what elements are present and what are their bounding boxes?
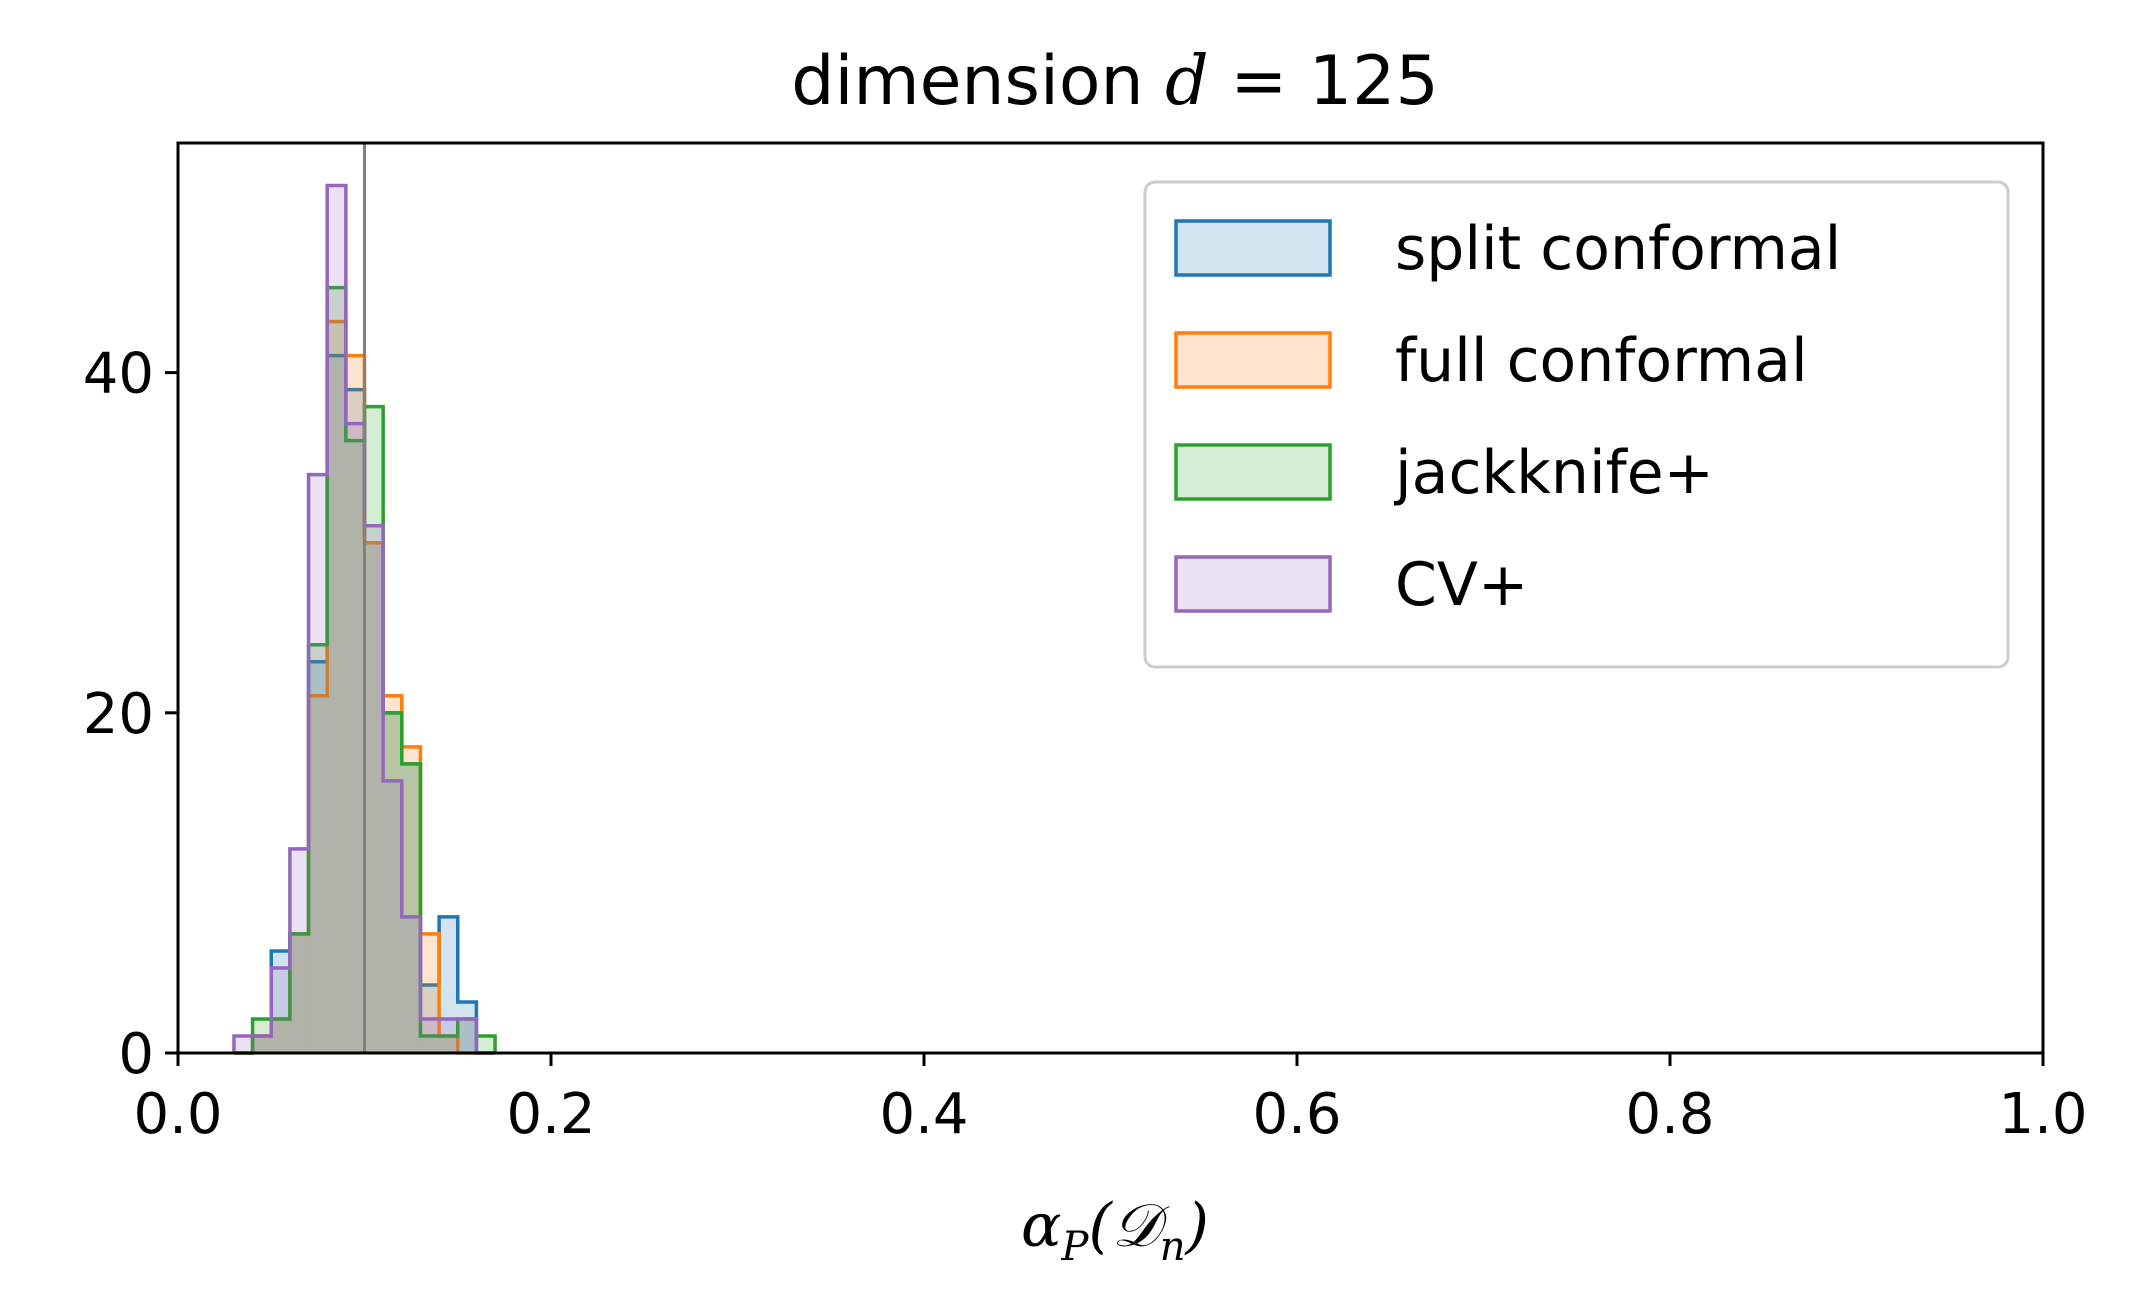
x-tick-label: 0.6: [1252, 1082, 1341, 1147]
histogram-bar: [457, 1018, 477, 1053]
histogram-bar: [252, 1035, 272, 1053]
x-tick-label: 0.8: [1625, 1082, 1714, 1147]
histogram-bar: [345, 423, 365, 1054]
series-jackknife-: [233, 285, 497, 1055]
histogram-bar: [327, 287, 346, 1053]
histogram-bar: [439, 1018, 458, 1053]
histogram-bar: [271, 1018, 290, 1053]
title-suffix: = 125: [1209, 42, 1439, 121]
legend-label: CV+: [1395, 550, 1528, 620]
histogram-bar: [439, 1035, 458, 1053]
x-tick-label: 0.0: [133, 1082, 222, 1147]
plot-area: [232, 183, 497, 1055]
histogram-outline: [232, 183, 496, 1055]
legend-swatch: [1174, 219, 1332, 277]
y-tick-label: 40: [83, 342, 154, 407]
histogram-bar: [345, 355, 365, 1053]
histogram-bar: [345, 440, 365, 1053]
histogram-bar: [383, 712, 402, 1053]
histogram-bar: [364, 542, 384, 1053]
x-tick-label: 0.2: [506, 1082, 595, 1147]
legend-label: full conformal: [1395, 326, 1808, 396]
histogram-bar: [383, 780, 402, 1053]
histogram-bar: [420, 933, 440, 1053]
chart-title: dimension d = 125: [791, 42, 1438, 121]
legend: split conformal full conformal jackknife+ C…: [1143, 180, 2010, 669]
legend-box: [1143, 180, 2010, 669]
histogram-bar: [289, 933, 309, 1053]
histogram-bar: [364, 542, 384, 1053]
histogram-bar: [420, 1018, 440, 1053]
legend-label: jackknife+: [1393, 438, 1714, 508]
histogram-bar: [289, 933, 309, 1053]
histogram-bar: [308, 661, 328, 1053]
legend-swatch: [1174, 555, 1332, 613]
histogram-bar: [271, 950, 290, 1053]
histogram-bar: [345, 389, 365, 1054]
histogram-bar: [364, 525, 384, 1053]
y-tick-label: 0: [118, 1022, 154, 1087]
histogram-bar: [401, 763, 421, 1053]
histogram-bar: [271, 1018, 290, 1053]
histogram-bar: [476, 1035, 496, 1053]
histogram-bar: [308, 695, 328, 1053]
histogram-bar: [420, 1035, 440, 1053]
histogram-bar: [289, 933, 309, 1053]
histogram-bar: [401, 746, 421, 1053]
series-cv-: [232, 183, 496, 1055]
histogram-bar: [308, 644, 328, 1053]
axes-frame: [176, 141, 2045, 1055]
y-axis: 0 20 40: [83, 342, 178, 1087]
histogram-bar: [401, 916, 421, 1053]
histogram-bar: [252, 1035, 272, 1053]
histogram-bar: [308, 474, 328, 1053]
histogram-bar: [457, 1001, 477, 1053]
histogram-bar: [271, 967, 290, 1053]
histogram-bar: [327, 355, 346, 1053]
legend-swatch: [1174, 443, 1332, 501]
y-tick-label: 20: [83, 682, 154, 747]
histogram-bar: [327, 321, 346, 1053]
legend-swatch: [1174, 331, 1332, 389]
histogram-bar: [327, 185, 346, 1053]
legend-label: split conformal: [1395, 214, 1841, 284]
histogram-bar: [364, 406, 384, 1053]
histogram-bar: [383, 712, 402, 1053]
histogram-bar: [383, 695, 402, 1053]
series-split-conformal: [233, 353, 496, 1055]
histogram-bar: [457, 1018, 477, 1053]
histogram-bar: [233, 1035, 253, 1053]
histogram-bar: [289, 848, 309, 1053]
histogram-bar: [401, 763, 421, 1053]
title-prefix: dimension: [791, 42, 1165, 121]
histogram-bar: [439, 1035, 458, 1053]
x-tick-label: 0.4: [879, 1082, 968, 1147]
series-full-conformal: [233, 319, 496, 1055]
histogram-bar: [252, 1035, 272, 1053]
title-variable: d: [1165, 42, 1209, 121]
x-axis: 0.0 0.2 0.4 0.6 0.8 1.0: [133, 1053, 2088, 1147]
x-tick-label: 1.0: [1998, 1082, 2087, 1147]
